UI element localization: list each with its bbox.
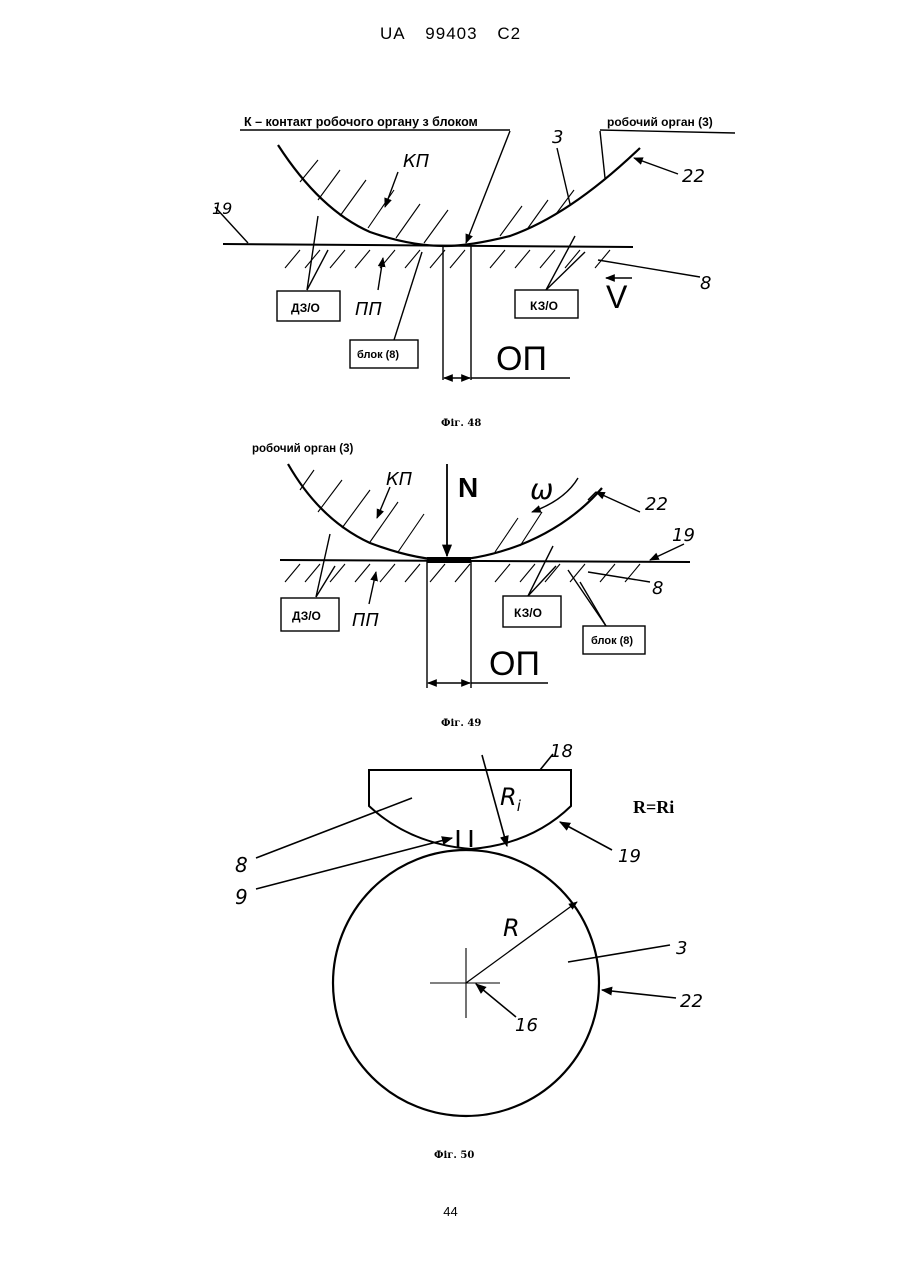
fig49-tool-arc xyxy=(288,464,602,560)
fig48-ref-19: 19 xyxy=(212,199,232,218)
fig48-tool-hatching xyxy=(300,160,574,243)
fig50-caption: Фіг. 50 xyxy=(434,1150,474,1161)
fig49-tool-hatching xyxy=(300,470,542,552)
figure-48 xyxy=(215,130,735,380)
fig49-op-label: ОП xyxy=(489,645,540,683)
fig50-ref-19: 19 xyxy=(618,846,641,867)
fig49-dzo-label: ДЗ/О xyxy=(292,609,321,623)
fig49-kp-label: КП xyxy=(386,469,413,490)
fig48-dzo-label: ДЗ/О xyxy=(291,301,320,315)
fig50-ref-22: 22 xyxy=(680,991,703,1012)
fig49-tool-label: робочий орган (3) xyxy=(252,443,354,455)
fig50-r-label: R xyxy=(503,914,520,942)
fig49-block-hatching xyxy=(285,564,640,582)
fig49-n-label: N xyxy=(458,472,478,503)
fig48-op-label: ОП xyxy=(496,340,547,378)
fig49-ref-8: 8 xyxy=(652,578,663,599)
fig50-ref-16: 16 xyxy=(515,1015,538,1036)
fig48-ref-22: 22 xyxy=(682,166,705,187)
figure-49 xyxy=(280,464,690,688)
fig49-kzo-label: КЗ/О xyxy=(514,606,542,620)
fig50-ref-8: 8 xyxy=(235,853,248,877)
figure-48-labels: К – контакт робочого органу з блоком роб… xyxy=(212,115,713,429)
fig49-block-label: блок (8) xyxy=(591,635,633,647)
fig49-ref-22: 22 xyxy=(645,494,668,515)
fig48-kp-label: КП xyxy=(403,151,430,172)
figure-50 xyxy=(256,754,676,1116)
fig48-ref-3: 3 xyxy=(552,127,563,148)
fig48-kzo-label: КЗ/О xyxy=(530,299,558,313)
fig49-pp-label: ПП xyxy=(352,610,380,631)
fig50-formula: R=Ri xyxy=(633,797,674,817)
fig49-surface-line xyxy=(280,560,690,562)
fig48-block-label: блок (8) xyxy=(357,349,399,361)
fig48-v-label: V xyxy=(606,279,628,315)
fig48-tool-arc xyxy=(278,145,640,246)
page-number: 44 xyxy=(0,1204,901,1219)
fig49-omega-label: ω xyxy=(530,473,553,506)
fig50-ri-label: Ri xyxy=(500,783,522,815)
fig50-ref-9: 9 xyxy=(235,885,248,909)
fig48-contact-label: К – контакт робочого органу з блоком xyxy=(244,115,478,129)
fig49-caption: Фіг. 49 xyxy=(441,718,481,729)
fig48-block-hatching xyxy=(285,250,610,268)
fig48-caption: Фіг. 48 xyxy=(441,418,481,429)
fig50-ref-3: 3 xyxy=(676,938,687,959)
fig48-pp-label: ПП xyxy=(355,299,383,320)
fig50-ref-18: 18 xyxy=(550,741,573,762)
fig48-tool-label: робочий орган (3) xyxy=(607,115,713,129)
fig48-ref-8: 8 xyxy=(700,273,711,294)
fig49-ref-19: 19 xyxy=(672,525,695,546)
